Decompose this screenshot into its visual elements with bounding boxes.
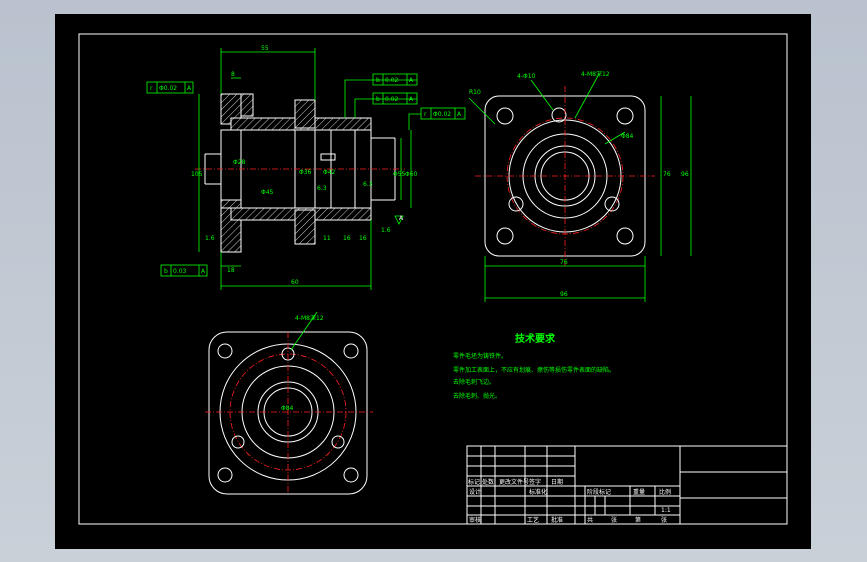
- side-view: 76 96 76 96 R10 4-Φ10 4-M8深12 Φ84: [468, 70, 692, 302]
- tech-req-line-2: 零件加工表面上，不应有划痕、擦伤等损伤零件表面的缺陷。: [453, 366, 615, 374]
- tb-scale: 1:1: [661, 507, 671, 514]
- svg-text:0.02: 0.02: [385, 96, 399, 103]
- title-block: 标记 处数 更改文件号 签字 日期 设计 标准化 阶段标记 重量 比例 1:1 …: [466, 445, 788, 525]
- bottom-thread-note: 4-M8深12: [295, 314, 324, 322]
- tolerance-frame-2: b 0.02 A: [372, 73, 418, 86]
- tb-stage: 阶段标记: [587, 488, 611, 496]
- front-section-view: 55 8 105 Φ28 Φ45 Φ36 Φ42 Φ55 Φ60 18 60 1…: [146, 45, 466, 290]
- svg-text:Φ0.02: Φ0.02: [159, 85, 177, 92]
- svg-text:b: b: [164, 268, 168, 275]
- dim-right-1: Φ55: [393, 171, 406, 178]
- dim-left-small: 8: [231, 71, 235, 78]
- dim-inner-1: Φ28: [233, 159, 246, 166]
- tolerance-frame-1: r Φ0.02 A: [146, 81, 194, 94]
- svg-text:Φ0.02: Φ0.02: [433, 111, 451, 118]
- tb-design: 设计: [469, 488, 481, 496]
- tb-sheet-b: 张: [611, 516, 617, 524]
- tb-standard: 标准化: [529, 488, 547, 496]
- drawing-canvas: 55 8 105 Φ28 Φ45 Φ36 Φ42 Φ55 Φ60 18 60 1…: [55, 14, 811, 549]
- tb-date: 日期: [551, 478, 563, 486]
- dim-mid-1: 11: [323, 235, 331, 242]
- tb-mark: 标记: [468, 478, 480, 486]
- dim-bottom-total: 60: [291, 279, 299, 286]
- svg-text:A: A: [409, 77, 414, 84]
- tolerance-frame-4: r Φ0.02 A: [420, 107, 466, 120]
- bottom-view: 4-M8深12 Φ84: [205, 311, 373, 495]
- tb-count: 处数: [482, 478, 494, 486]
- tech-req-title: 技术要求: [515, 332, 556, 345]
- tb-sheet-d: 张: [661, 516, 667, 524]
- svg-text:0.03: 0.03: [173, 268, 187, 275]
- svg-text:A: A: [201, 268, 206, 275]
- tb-weight: 重量: [633, 488, 645, 496]
- tolerance-frame-5: b 0.03 A: [160, 264, 208, 277]
- dim-angle-2: 1.6: [381, 227, 391, 234]
- svg-text:r: r: [424, 111, 427, 118]
- svg-text:b: b: [376, 96, 380, 103]
- dim-mid-2: 16: [343, 235, 351, 242]
- dim-mid-3: 16: [359, 235, 367, 242]
- tb-sheet-c: 第: [635, 516, 641, 524]
- tech-req-line-4: 去除毛刺、抛光。: [453, 392, 501, 400]
- side-height-outer: 96: [681, 171, 689, 178]
- tb-approve: 批准: [551, 516, 563, 524]
- svg-text:A: A: [187, 85, 192, 92]
- svg-text:A: A: [457, 111, 462, 118]
- dim-angle-4: 6.3: [363, 181, 373, 188]
- tb-scale-label: 比例: [659, 488, 671, 496]
- side-height-inner: 76: [663, 171, 671, 178]
- dim-angle-1: 1.6: [205, 235, 215, 242]
- tech-req-line-3: 去除毛刺飞边。: [453, 378, 495, 386]
- dim-bottom-small: 18: [227, 267, 235, 274]
- tech-req-line-1: 零件毛坯为铸铁件。: [453, 352, 507, 360]
- dim-angle-3: 6.3: [317, 185, 327, 192]
- side-pcd: Φ84: [621, 133, 634, 140]
- side-width-inner: 76: [560, 259, 568, 266]
- side-width-outer: 96: [560, 291, 568, 298]
- svg-text:b: b: [376, 77, 380, 84]
- dim-inner-3: Φ36: [299, 169, 312, 176]
- dim-inner-4: Φ42: [323, 169, 336, 176]
- datum-a: A: [399, 215, 404, 222]
- bottom-pcd: Φ84: [281, 405, 294, 412]
- dim-inner-2: Φ45: [261, 189, 274, 196]
- dim-right-2: Φ60: [405, 171, 418, 178]
- inner-border: [78, 33, 788, 525]
- svg-text:0.02: 0.02: [385, 77, 399, 84]
- svg-text:A: A: [409, 96, 414, 103]
- tb-audit: 审核: [469, 516, 481, 524]
- tolerance-frame-3: b 0.02 A: [372, 92, 418, 105]
- tb-sign: 签字: [529, 478, 541, 486]
- tb-sheet-a: 共: [587, 516, 593, 524]
- cad-drawing: 55 8 105 Φ28 Φ45 Φ36 Φ42 Φ55 Φ60 18 60 1…: [78, 33, 788, 525]
- tb-process: 工艺: [527, 516, 539, 524]
- side-thread-note: 4-M8深12: [581, 70, 610, 78]
- side-r-note: R10: [469, 89, 481, 96]
- side-hole-note: 4-Φ10: [517, 73, 536, 80]
- dim-top-width: 55: [261, 45, 269, 52]
- svg-text:r: r: [150, 85, 153, 92]
- tech-requirements: 技术要求 零件毛坯为铸铁件。 零件加工表面上，不应有划痕、擦伤等损伤零件表面的缺…: [453, 332, 615, 400]
- dim-flange-height: 105: [191, 171, 203, 178]
- tb-change: 更改文件号: [499, 478, 529, 486]
